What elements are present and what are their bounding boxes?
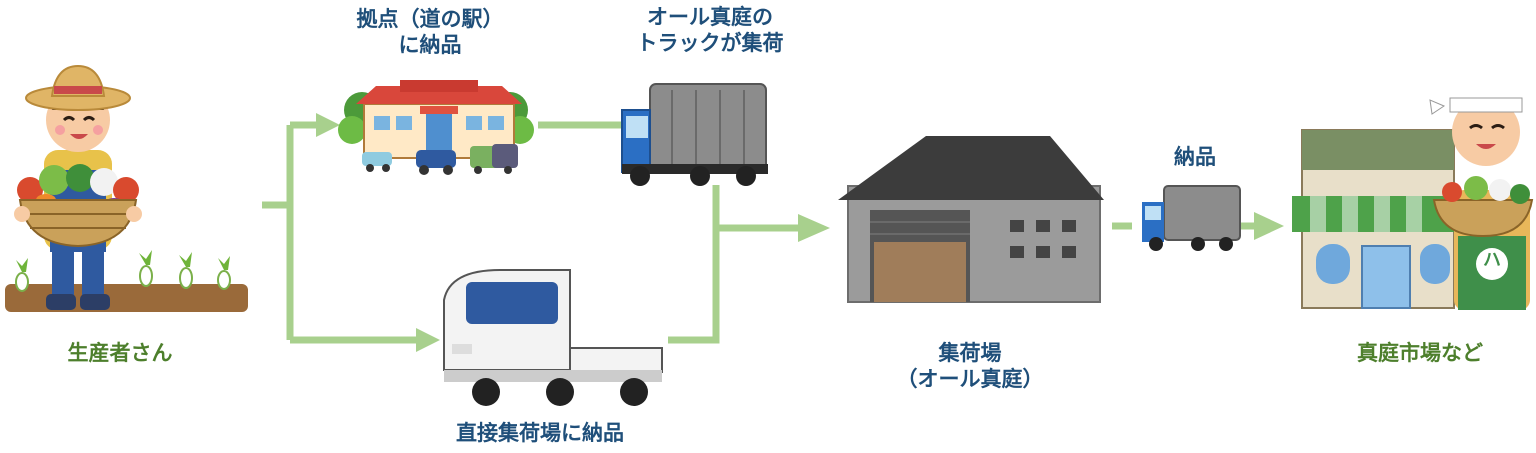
shopkeeper-illustration bbox=[1429, 97, 1534, 310]
flow-arrows bbox=[262, 121, 1256, 344]
kei-truck-illustration bbox=[443, 269, 663, 406]
warehouse-label: 集荷場 （オール真庭） bbox=[860, 340, 1080, 393]
car-icon bbox=[362, 152, 392, 166]
station-label: 拠点（道の駅） に納品 bbox=[320, 6, 540, 59]
warehouse-illustration bbox=[838, 136, 1104, 303]
arrowhead-station bbox=[316, 113, 340, 137]
arrow-direct-up bbox=[668, 228, 720, 344]
warehouse-label-line1: 集荷場 bbox=[938, 341, 1002, 365]
arrowhead-warehouse bbox=[798, 214, 830, 242]
arrowhead-market bbox=[1254, 212, 1284, 240]
truck-illustration bbox=[621, 83, 768, 186]
soil-icon bbox=[5, 284, 248, 312]
station-label-line2: に納品 bbox=[398, 33, 462, 58]
deliver-label: 納品 bbox=[1174, 145, 1216, 169]
radish-icon bbox=[15, 265, 231, 292]
delivery-truck-illustration bbox=[1142, 185, 1241, 251]
vegetable-basket-icon bbox=[18, 199, 138, 248]
producer-label: 生産者さん bbox=[67, 341, 173, 365]
arrow-heads bbox=[316, 113, 1284, 352]
apron-mark: ハ bbox=[1483, 250, 1501, 271]
roadside-station-illustration bbox=[338, 80, 534, 175]
arrowhead-direct bbox=[416, 328, 440, 352]
market-shop-illustration bbox=[1292, 129, 1460, 309]
direct-label: 直接集荷場に納品 bbox=[456, 421, 624, 445]
truck-label-line2: トラックが集荷 bbox=[636, 31, 784, 56]
truck-label: オール真庭の トラックが集荷 bbox=[600, 4, 820, 57]
truck-label-line1: オール真庭の bbox=[647, 5, 773, 29]
market-label: 真庭市場など bbox=[1357, 341, 1483, 365]
apron-badge bbox=[1476, 248, 1508, 280]
warehouse-label-line2: （オール真庭） bbox=[896, 367, 1044, 392]
headband-icon bbox=[1449, 97, 1523, 113]
station-label-line1: 拠点（道の駅） bbox=[356, 7, 504, 31]
farmer-illustration bbox=[5, 64, 248, 312]
